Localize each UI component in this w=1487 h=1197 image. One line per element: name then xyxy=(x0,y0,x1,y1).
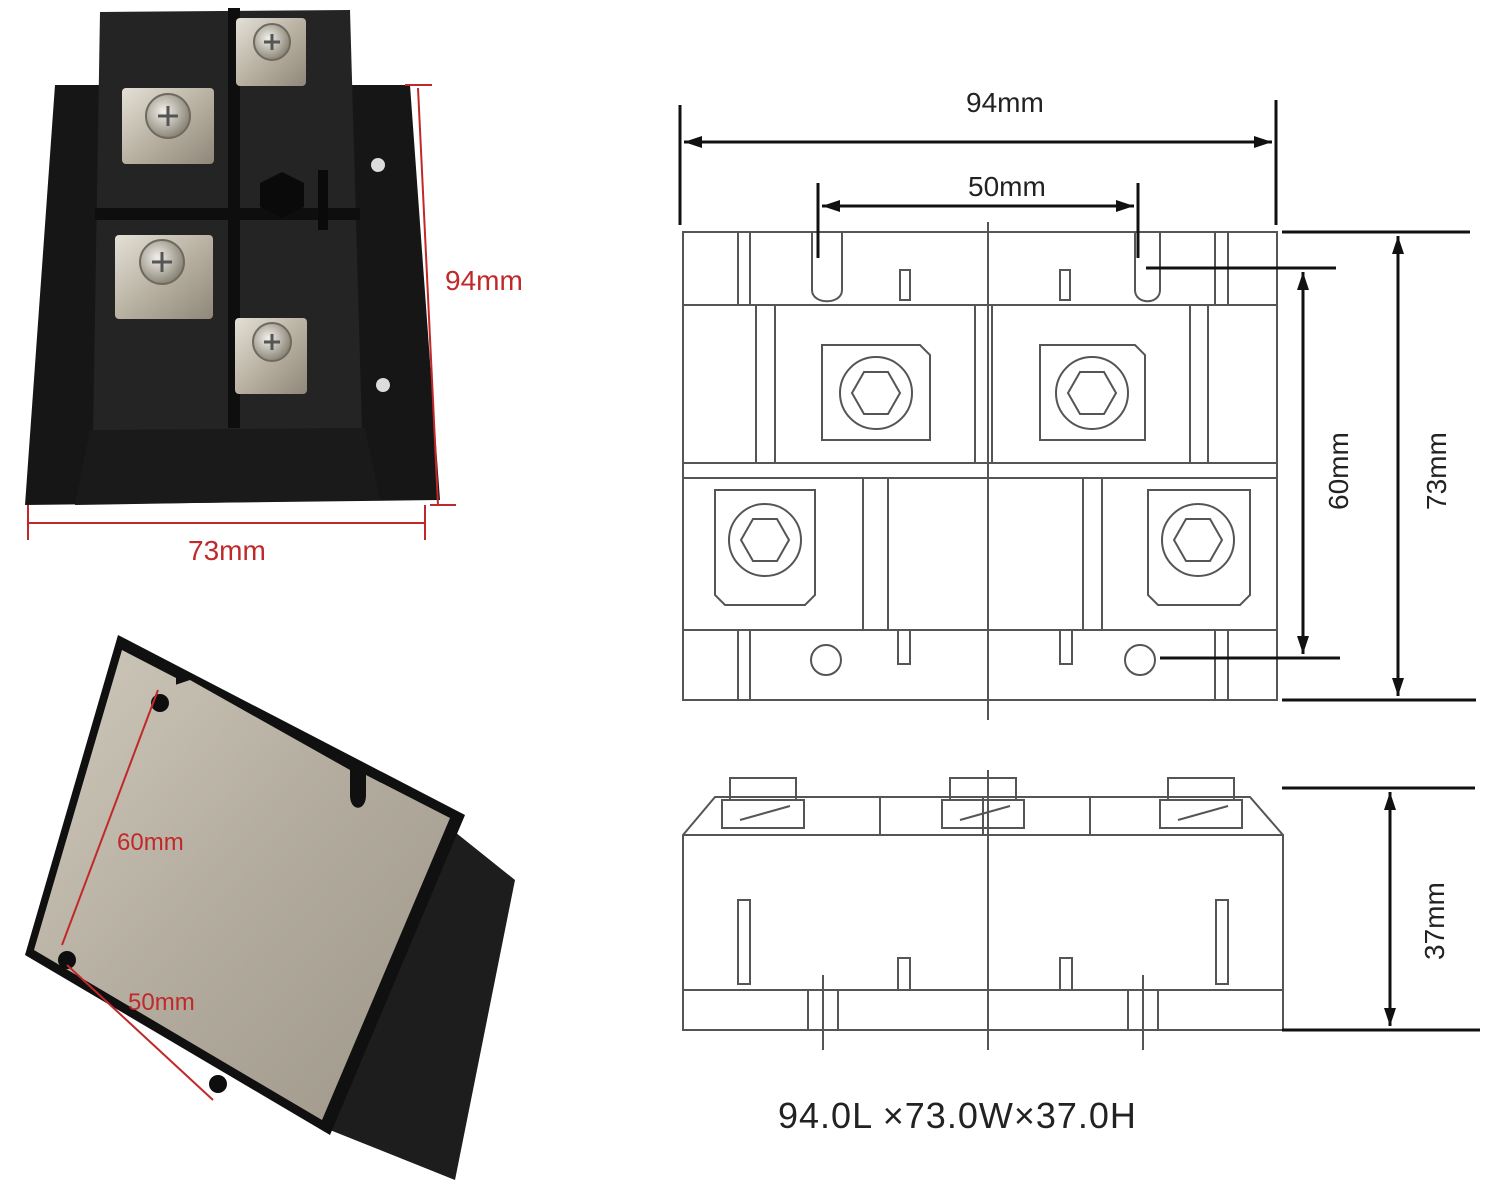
overall-height-label: 73mm xyxy=(1421,432,1452,510)
module-bottom-photo xyxy=(25,635,515,1180)
dimension-caption: 94.0L ×73.0W×37.0H xyxy=(778,1095,1137,1136)
mount-hole-icon xyxy=(376,378,390,392)
screw-icon xyxy=(1159,777,1243,829)
screw-icon xyxy=(721,777,805,829)
drawing-side-dimensions xyxy=(1282,786,1480,1032)
bottom-photo-horizontal-label: 50mm xyxy=(128,989,195,1016)
terminal-pad-icon xyxy=(714,489,816,606)
drawing-top-view xyxy=(682,222,1278,720)
top-photo-dimensions xyxy=(27,84,456,540)
top-photo-height-label: 94mm xyxy=(445,265,523,296)
bottom-photo-dimensions xyxy=(61,689,214,1101)
screw-icon xyxy=(941,777,1025,829)
hole-spacing-label: 50mm xyxy=(968,171,1046,202)
terminal-icon xyxy=(115,235,213,319)
terminal-pad-icon xyxy=(821,344,931,441)
side-height-label: 37mm xyxy=(1419,882,1450,960)
top-photo-width-label: 73mm xyxy=(188,535,266,566)
drawing-top-dimensions xyxy=(678,100,1476,702)
mount-hole-icon xyxy=(58,951,76,969)
bottom-photo-vertical-label: 60mm xyxy=(117,829,184,856)
terminal-pad-icon xyxy=(1039,344,1146,441)
drawing-side-view xyxy=(682,770,1284,1050)
terminal-icon xyxy=(122,88,214,164)
terminal-icon xyxy=(236,18,306,86)
module-top-photo xyxy=(25,8,440,505)
mount-hole-icon xyxy=(209,1075,227,1093)
terminal-icon xyxy=(235,318,307,394)
overall-width-label: 94mm xyxy=(966,87,1044,118)
mount-hole-icon xyxy=(371,158,385,172)
hole-vertical-label: 60mm xyxy=(1323,432,1354,510)
terminal-pad-icon xyxy=(1147,489,1251,606)
